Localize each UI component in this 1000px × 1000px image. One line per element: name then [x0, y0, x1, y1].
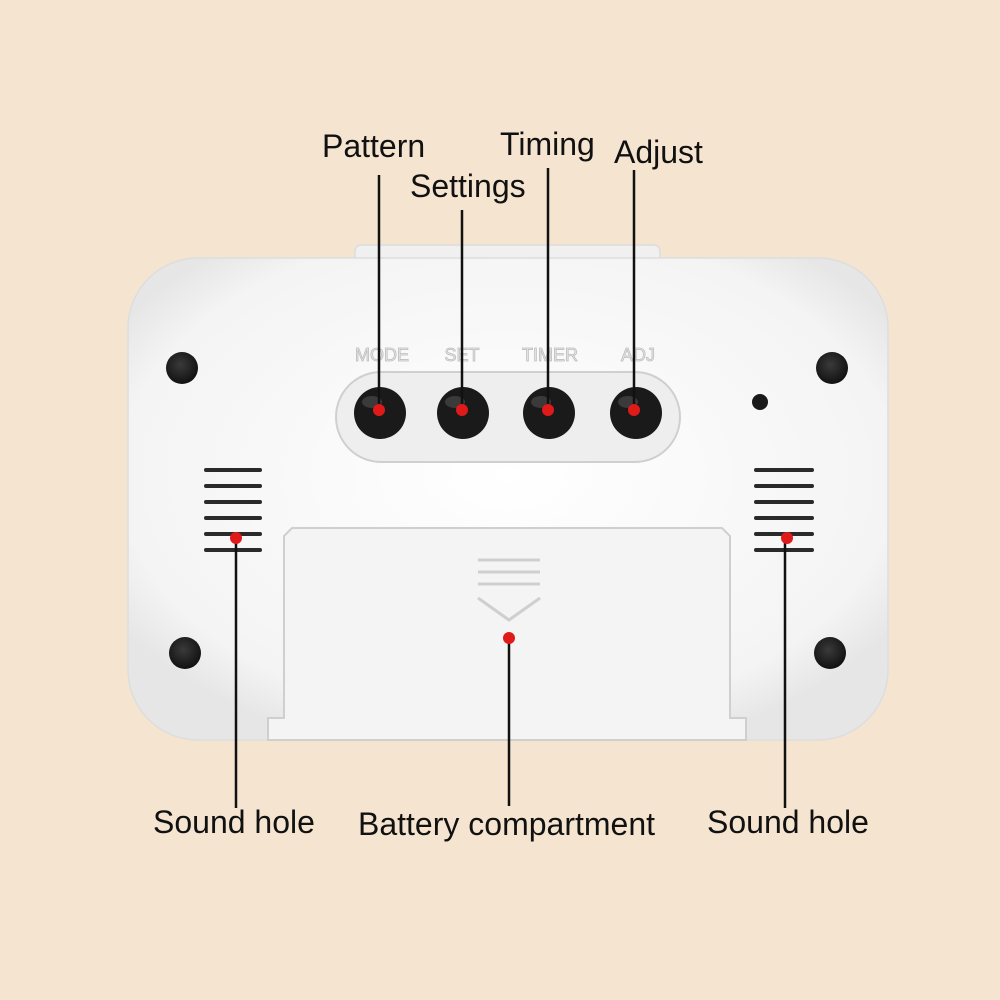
panel-label-mode: MODE	[355, 345, 409, 365]
marker-sound-hole-right	[781, 532, 793, 544]
panel-label-timer: TIMER	[522, 345, 578, 365]
button-recess	[335, 371, 681, 463]
panel-label-adj: ADJ	[621, 345, 655, 365]
screw-hole-top-right	[816, 352, 848, 384]
marker-battery	[503, 632, 515, 644]
callout-timing: Timing	[500, 126, 595, 162]
callout-markers	[230, 404, 793, 644]
marker-settings	[456, 404, 468, 416]
callout-battery-compartment: Battery compartment	[358, 806, 655, 842]
callout-settings: Settings	[410, 168, 526, 204]
screw-hole-bottom-right	[814, 637, 846, 669]
marker-timing	[542, 404, 554, 416]
marker-adjust	[628, 404, 640, 416]
reset-pinhole	[752, 394, 768, 410]
screw-hole-top-left	[166, 352, 198, 384]
marker-sound-hole-left	[230, 532, 242, 544]
callout-adjust: Adjust	[614, 134, 703, 170]
marker-pattern	[373, 404, 385, 416]
leader-lines	[234, 168, 787, 808]
sound-grille-left	[204, 468, 262, 552]
callout-sound-hole-right: Sound hole	[707, 804, 869, 840]
battery-cover-grip	[477, 558, 541, 622]
callout-sound-hole-left: Sound hole	[153, 804, 315, 840]
callout-pattern: Pattern	[322, 128, 426, 164]
screw-hole-bottom-left	[169, 637, 201, 669]
